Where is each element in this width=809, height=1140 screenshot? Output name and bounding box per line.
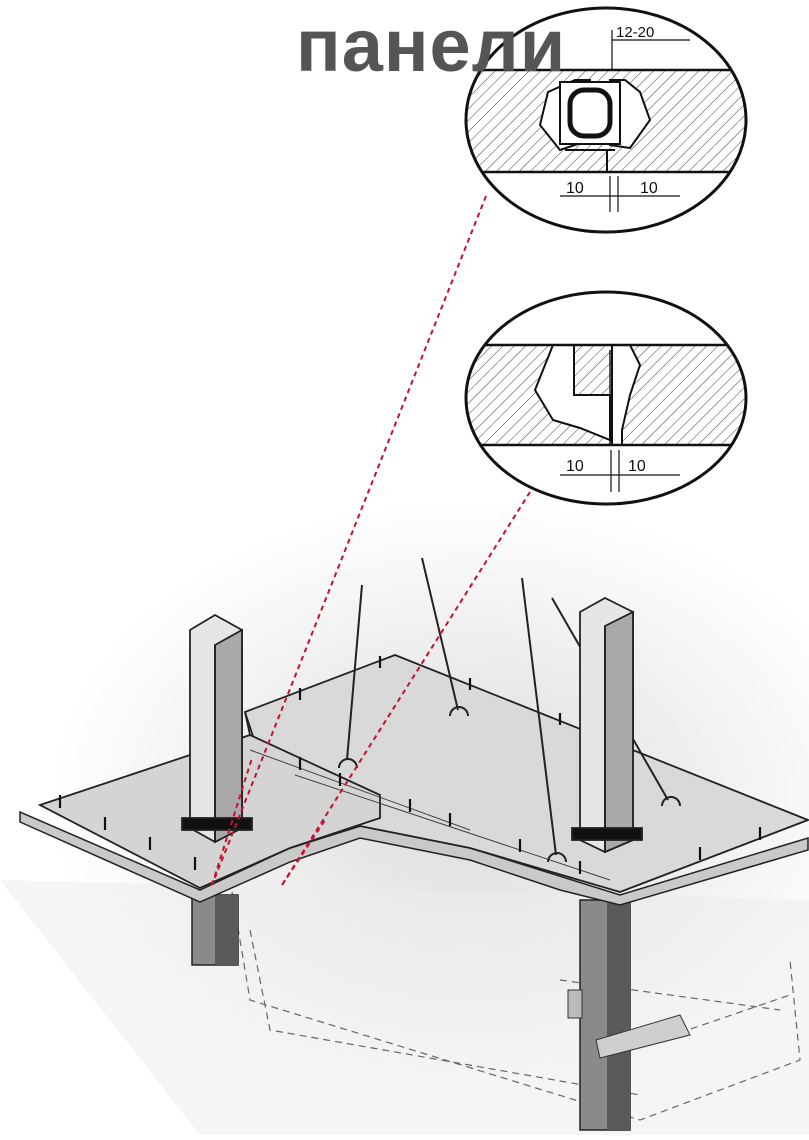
gap-dimension-label: 12-20 bbox=[616, 24, 654, 41]
column-right bbox=[571, 596, 643, 854]
top-left-dimension: 10 bbox=[566, 180, 584, 197]
lower-column-right bbox=[567, 899, 691, 1131]
page-title: панели bbox=[296, 4, 567, 87]
top-right-dimension: 10 bbox=[640, 180, 658, 197]
bottom-left-dimension: 10 bbox=[566, 458, 584, 475]
bottom-right-dimension: 10 bbox=[628, 458, 646, 475]
floor-slab-underside bbox=[19, 810, 809, 906]
lower-column-left bbox=[191, 894, 239, 966]
column-left bbox=[181, 613, 253, 844]
slab-edge-tabs bbox=[58, 656, 762, 874]
detail-circle-bottom: 10 10 bbox=[464, 290, 748, 506]
ground-shade bbox=[0, 880, 809, 1135]
leader-lines bbox=[211, 195, 531, 886]
detail-circle-top: 12-20 10 10 bbox=[464, 6, 748, 234]
